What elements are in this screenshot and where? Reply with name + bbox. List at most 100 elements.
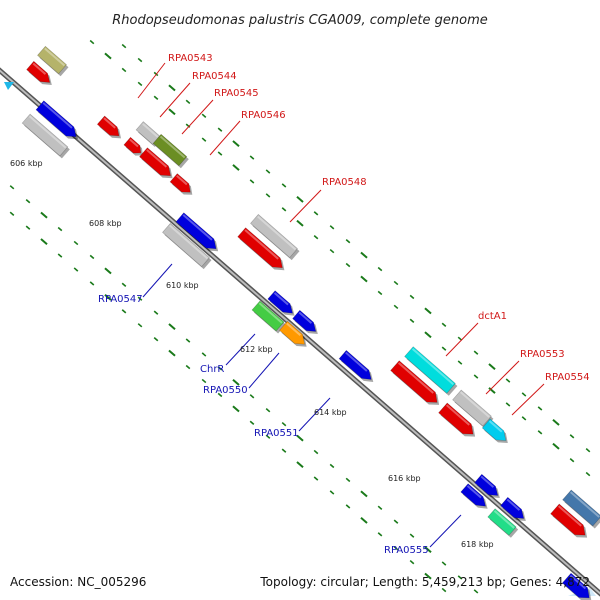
tick-mark bbox=[345, 262, 351, 268]
tick-mark bbox=[137, 81, 143, 87]
tick-mark bbox=[249, 420, 255, 425]
tick-mark bbox=[441, 587, 447, 593]
label-leader-line bbox=[298, 397, 331, 432]
gene-feature[interactable] bbox=[404, 346, 456, 394]
gene-feature[interactable] bbox=[438, 402, 474, 435]
label-leader-line bbox=[429, 514, 462, 548]
gene-feature[interactable] bbox=[237, 227, 283, 269]
gene-label-rpa0547[interactable]: RPA0547 bbox=[98, 294, 143, 305]
gene-feature[interactable] bbox=[390, 360, 438, 403]
gene-label-rpa0554[interactable]: RPA0554 bbox=[545, 372, 590, 383]
tick-mark bbox=[552, 442, 560, 450]
gene-label-dcta1[interactable]: dctA1 bbox=[478, 311, 507, 322]
tick-mark bbox=[377, 532, 383, 537]
gene-feature[interactable] bbox=[175, 212, 217, 250]
tick-mark bbox=[473, 374, 479, 379]
tick-mark bbox=[360, 251, 368, 259]
gene-label-rpa0544[interactable]: RPA0544 bbox=[192, 71, 237, 82]
tick-mark bbox=[345, 477, 351, 483]
gene-highlight bbox=[129, 138, 139, 148]
gene-feature[interactable] bbox=[21, 113, 69, 157]
gene-feature[interactable] bbox=[487, 508, 517, 536]
gene-label-rpa0551[interactable]: RPA0551 bbox=[254, 428, 299, 439]
tick-mark bbox=[521, 416, 527, 421]
scroll-left-marker[interactable] bbox=[4, 82, 14, 90]
gene-feature[interactable] bbox=[251, 300, 285, 332]
gene-feature[interactable] bbox=[152, 133, 188, 167]
gene-feature[interactable] bbox=[550, 503, 586, 536]
gene-label-rpa0545[interactable]: RPA0545 bbox=[214, 88, 259, 99]
gene-feature[interactable] bbox=[26, 60, 51, 83]
gene-highlight bbox=[345, 351, 368, 372]
label-leader-line bbox=[225, 333, 256, 366]
gene-feature[interactable] bbox=[474, 473, 499, 496]
gene-features bbox=[21, 45, 600, 600]
gene-feature[interactable] bbox=[460, 483, 487, 507]
label-leader-line bbox=[248, 352, 280, 389]
tick-mark bbox=[537, 406, 543, 411]
tick-mark bbox=[104, 267, 112, 275]
tick-mark bbox=[104, 294, 112, 301]
gene-feature[interactable] bbox=[250, 213, 298, 259]
tick-mark bbox=[424, 546, 432, 553]
accession-text: Accession: NC_005296 bbox=[10, 575, 146, 589]
label-leader-line bbox=[445, 322, 479, 357]
gene-feature[interactable] bbox=[135, 121, 161, 145]
tick-marks bbox=[9, 39, 591, 594]
tick-mark bbox=[201, 378, 207, 384]
gene-feature[interactable] bbox=[562, 489, 600, 527]
label-leader-lines bbox=[137, 62, 545, 548]
gene-label-rpa0555[interactable]: RPA0555 bbox=[384, 545, 429, 556]
gene-label-chrr[interactable]: ChrR bbox=[200, 364, 224, 375]
tick-mark bbox=[168, 323, 176, 330]
gene-highlight bbox=[488, 420, 503, 433]
gene-highlight bbox=[273, 292, 289, 306]
gene-feature[interactable] bbox=[279, 320, 305, 345]
gene-feature[interactable] bbox=[162, 222, 210, 268]
gene-label-rpa0543[interactable]: RPA0543 bbox=[168, 53, 213, 64]
tick-mark bbox=[296, 461, 304, 468]
gene-highlight bbox=[480, 475, 495, 488]
tick-mark bbox=[552, 418, 560, 426]
gene-feature[interactable] bbox=[292, 309, 317, 332]
gene-feature[interactable] bbox=[139, 147, 171, 177]
gene-feature[interactable] bbox=[452, 389, 492, 427]
gene-feature[interactable] bbox=[561, 572, 590, 599]
gene-feature[interactable] bbox=[267, 290, 294, 314]
tick-mark bbox=[329, 248, 335, 254]
tick-mark bbox=[57, 226, 63, 232]
gene-highlight bbox=[169, 224, 209, 260]
gene-feature[interactable] bbox=[37, 45, 67, 75]
tick-mark bbox=[121, 43, 127, 49]
gene-label-rpa0550[interactable]: RPA0550 bbox=[203, 385, 248, 396]
gene-highlight bbox=[257, 215, 297, 251]
label-leader-line bbox=[159, 82, 191, 118]
gene-feature[interactable] bbox=[338, 349, 372, 380]
tick-mark bbox=[488, 387, 496, 394]
tick-mark bbox=[505, 378, 511, 383]
gene-feature[interactable] bbox=[96, 115, 120, 137]
gene-feature[interactable] bbox=[481, 418, 507, 441]
tick-mark bbox=[249, 179, 255, 184]
gene-feature[interactable] bbox=[123, 136, 142, 154]
gene-feature[interactable] bbox=[169, 173, 191, 193]
tick-mark bbox=[313, 449, 319, 455]
gene-label-rpa0548[interactable]: RPA0548 bbox=[322, 177, 367, 188]
scale-label-618: 618 kbp bbox=[461, 540, 494, 549]
gene-highlight bbox=[397, 362, 434, 394]
tick-mark bbox=[521, 392, 527, 397]
tick-mark bbox=[296, 196, 304, 203]
gene-label-rpa0546[interactable]: RPA0546 bbox=[241, 110, 286, 121]
tick-mark bbox=[329, 490, 335, 495]
tick-mark bbox=[377, 505, 383, 510]
gene-label-rpa0553[interactable]: RPA0553 bbox=[520, 349, 565, 360]
tick-mark bbox=[185, 338, 191, 343]
tick-mark bbox=[40, 211, 48, 219]
gene-feature[interactable] bbox=[35, 100, 77, 138]
tick-mark bbox=[424, 331, 432, 339]
tick-mark bbox=[265, 169, 271, 174]
scale-label-610: 610 kbp bbox=[166, 281, 199, 290]
tick-mark bbox=[393, 304, 399, 310]
tick-mark bbox=[217, 366, 223, 371]
gene-feature[interactable] bbox=[500, 496, 525, 519]
